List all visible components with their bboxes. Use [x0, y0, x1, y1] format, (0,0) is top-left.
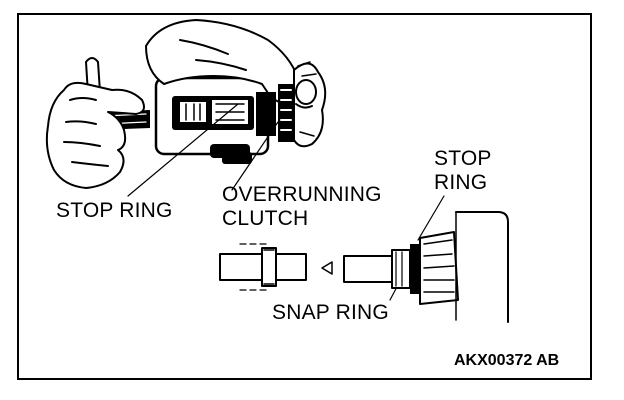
leader-stop-ring-left	[127, 103, 239, 197]
label-stop-ring-left: STOP RING	[56, 199, 173, 222]
shaft-with-stop-ring	[343, 211, 509, 323]
leader-stop-ring-right	[417, 195, 445, 241]
leader-overrunning-clutch	[231, 121, 279, 191]
left-hand	[45, 81, 145, 189]
label-snap-ring: SNAP RING	[272, 301, 389, 324]
label-clutch: CLUTCH	[222, 207, 309, 230]
shaft-with-snap-ring	[219, 243, 307, 291]
label-overrunning: OVERRUNNING	[222, 183, 382, 206]
direction-arrow-icon	[321, 261, 333, 275]
puller-tool	[154, 76, 270, 164]
overrunning-clutch	[256, 61, 327, 148]
label-stop: STOP	[434, 147, 492, 170]
figure-code: AKX00372 AB	[454, 352, 560, 369]
label-ring: RING	[434, 171, 488, 194]
